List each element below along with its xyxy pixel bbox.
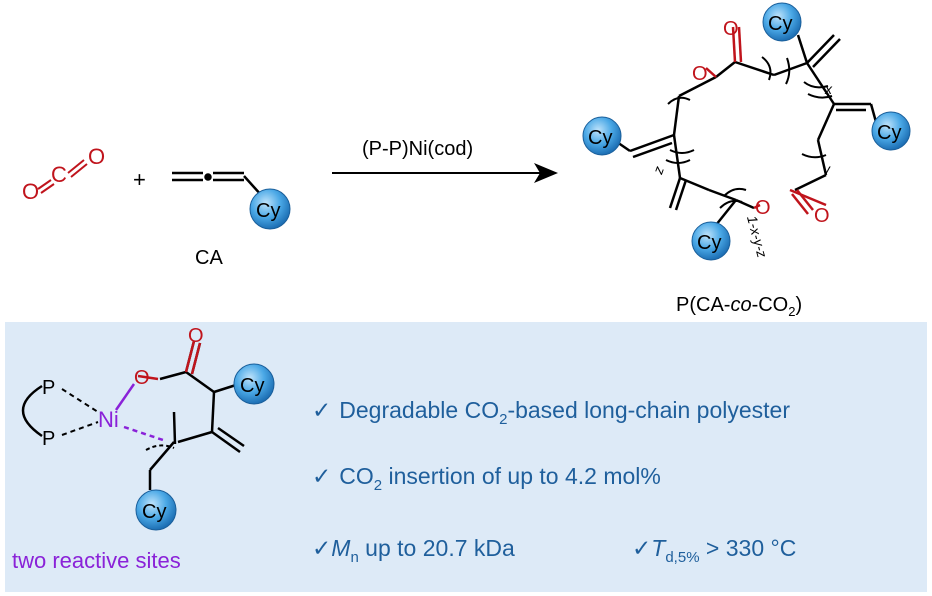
index-z: z	[649, 164, 667, 177]
co2-oxygen-left: O	[22, 179, 39, 204]
cy-label: Cy	[256, 200, 280, 222]
cy-label: Cy	[588, 127, 612, 149]
copolymer-structure	[613, 26, 878, 226]
index-y: y	[822, 161, 831, 177]
cy-ball-intermediate-bottom: Cy	[135, 489, 177, 531]
co2-oxygen-right: O	[88, 144, 105, 169]
monomer-label: CA	[195, 247, 223, 269]
carbonyl-oxygen-bottom: O	[814, 205, 830, 227]
highlight-polyester: ✓Degradable CO2-based long-chain polyest…	[312, 397, 790, 428]
ester-oxygen-top: O	[692, 63, 708, 85]
cy-ball-polymer-top: Cy	[762, 2, 802, 42]
highlight-thermal-stability: ✓Td,5% > 330 °C	[632, 535, 796, 566]
product-label: P(CA-co-CO2)	[676, 294, 802, 319]
reactive-sites-caption: two reactive sites	[12, 548, 181, 573]
highlight-co2-insertion: ✓CO2 insertion of up to 4.2 mol%	[312, 463, 661, 494]
catalyst-label: (P-P)Ni(cod)	[362, 138, 473, 160]
cy-ball-polymer-bottom: Cy	[691, 221, 731, 261]
oxygen-double: O	[188, 325, 204, 347]
cy-label: Cy	[240, 375, 264, 397]
cy-label: Cy	[877, 122, 901, 144]
cy-label: Cy	[768, 13, 792, 35]
co2-carbon: C	[51, 162, 67, 187]
nickel-label: Ni	[98, 407, 119, 432]
highlights-panel	[5, 322, 927, 592]
oxygen-single: O	[134, 367, 150, 389]
phosphorus-top: P	[42, 377, 55, 399]
cy-ball-polymer-right: Cy	[871, 111, 911, 151]
cy-ball-polymer-left: Cy	[582, 116, 622, 156]
highlights-list: ✓Degradable CO2-based long-chain polyest…	[312, 397, 796, 566]
cy-ball-intermediate-top: Cy	[233, 363, 275, 405]
phosphorus-bottom: P	[42, 428, 55, 450]
index-x: x	[824, 81, 833, 97]
cy-ball-monomer: Cy	[249, 188, 291, 230]
carbonyl-oxygen-top: O	[723, 18, 739, 40]
allene-monomer	[172, 171, 263, 197]
plus-sign: +	[133, 167, 146, 192]
index-rest: 1-x-y-z	[744, 214, 771, 259]
cy-label: Cy	[142, 501, 166, 523]
nickel-intermediate: P P Ni O O	[21, 325, 245, 490]
highlight-molecular-weight: ✓Mn up to 20.7 kDa	[312, 535, 515, 566]
cy-label: Cy	[697, 232, 721, 254]
co2-molecule: O C O	[22, 144, 105, 204]
ester-oxygen-bottom: O	[755, 197, 771, 219]
